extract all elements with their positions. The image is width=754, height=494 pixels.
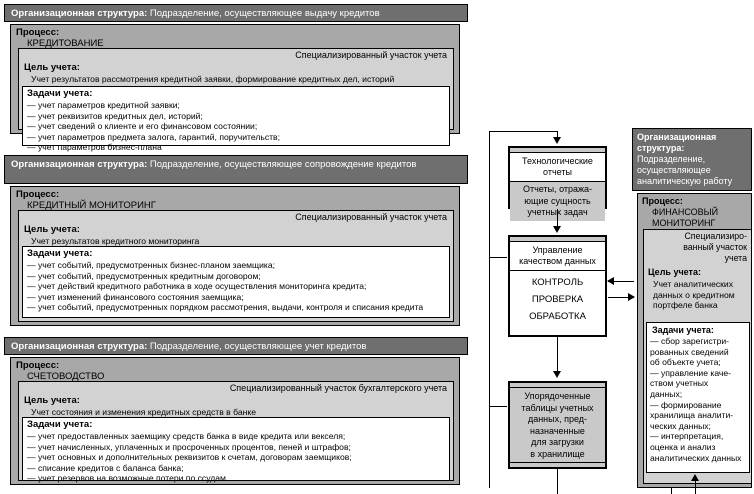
org-structure-label-2: Организационная структура:: [11, 159, 148, 170]
goal-label-3: Цель учета:: [24, 395, 80, 406]
branch-line-to-tables: [489, 406, 507, 407]
org-structure-label-1: Организационная структура:: [11, 8, 148, 19]
center-box-quality: Управление качеством данных КОНТРОЛЬ ПРО…: [508, 235, 607, 337]
tables-body: Упорядоченные таблицы учетных данных, пр…: [510, 388, 605, 462]
branch-line-to-quality: [489, 257, 507, 258]
quality-title: Управление качеством данных: [510, 242, 605, 270]
tables-bottom-band: [510, 462, 605, 467]
line-quality-to-tables: [557, 337, 558, 374]
process-name-3: СЧЕТОВОДСТВО: [27, 371, 105, 382]
goal-text-3: Учет состояния и изменения кредитных сре…: [31, 407, 257, 417]
process-label-2: Процесс:: [16, 189, 60, 200]
tasks-label-3: Задачи учета:: [27, 419, 93, 430]
org-structure-label-3: Организационная структура:: [11, 341, 148, 352]
trunk-top-drop: [557, 131, 558, 139]
goal-label-2: Цель учета:: [24, 224, 80, 235]
org-block-2-title: Организационная структура: Подразделение…: [5, 156, 467, 174]
arrow-right-icon: [628, 293, 635, 301]
org-subject-3: Подразделение, осуществляющее учет креди…: [147, 341, 367, 352]
arrow-left-icon: [607, 277, 614, 285]
arrow-up-into-right-icon: [691, 474, 699, 481]
right-org-structure-label: Организационная структура:: [637, 132, 717, 153]
task-item: — учет сведений о клиенте и его финансов…: [27, 121, 258, 132]
trunk-vertical-line: [489, 131, 490, 488]
org-block-1: Организационная структура: Подразделение…: [4, 4, 468, 22]
line-right-up-stem: [695, 481, 696, 494]
task-box-2: Задачи учета: — учет событий, предусмотр…: [22, 246, 450, 318]
quality-top-band: [510, 237, 605, 242]
tasks-label-2: Задачи учета:: [27, 248, 93, 259]
quality-body: КОНТРОЛЬ ПРОВЕРКА ОБРАБОТКА: [510, 270, 605, 328]
tasks-label-1: Задачи учета:: [27, 88, 93, 99]
tables-top-band: [510, 383, 605, 388]
task-box-1: Задачи учета: — учет параметров кредитно…: [22, 86, 450, 152]
task-item: — учет событий, предусмотренных кредитны…: [27, 270, 261, 281]
reports-top-band: [510, 148, 605, 153]
task-box-3: Задачи учета: — учет предоставленных зае…: [22, 417, 450, 484]
line-tables-down: [557, 469, 558, 494]
area-label-3: Специализированный участок бухгалтерског…: [229, 383, 447, 393]
right-org-subject: Подразделение, осуществляющее аналитичес…: [637, 154, 733, 186]
arrow-line-left-in: [608, 281, 634, 282]
right-task-item: — сбор зарегистри- рованных сведений об …: [650, 336, 730, 368]
right-process-name: ФИНАНСОВЫЙ МОНИТОРИНГ: [652, 207, 719, 228]
task-item: — учет предоставленных заемщику средств …: [27, 431, 346, 441]
org-block-3-title: Организационная структура: Подразделение…: [5, 338, 467, 356]
reports-body: Отчеты, отража- ющие сущность учетных за…: [510, 181, 605, 221]
right-area-label: Специализиро- ванный участок учета: [683, 231, 747, 263]
arrow-line-right-out: [608, 297, 634, 298]
task-item: — учет событий, предусмотренных бизнес-п…: [27, 260, 276, 270]
right-org-title: Организационная структура: Подразделение…: [633, 129, 751, 190]
arrow-into-tables-icon: [553, 371, 561, 378]
task-item: — учет параметров кредитной заявки;: [27, 100, 180, 110]
goal-label-1: Цель учета:: [24, 62, 80, 73]
arrow-into-reports-icon: [553, 137, 561, 144]
task-item: — учет действий кредитного работника в х…: [27, 281, 367, 292]
org-block-1-title: Организационная структура: Подразделение…: [5, 5, 467, 23]
goal-text-1: Учет результатов рассмотрения кредитной …: [31, 74, 395, 84]
center-box-reports: Технологические отчеты Отчеты, отража- ю…: [508, 146, 607, 221]
line-right-down: [671, 488, 672, 494]
task-item: — учет реквизитов кредитных дел, историй…: [27, 110, 203, 121]
right-task-box: Задачи учета: — сбор зарегистри- рованны…: [646, 322, 750, 473]
center-box-tables: Упорядоченные таблицы учетных данных, пр…: [508, 381, 607, 469]
right-task-item: — управление каче- ством учетных данных;: [650, 367, 732, 399]
process-label-1: Процесс:: [16, 27, 60, 38]
process-name-1: КРЕДИТОВАНИЕ: [27, 38, 104, 49]
task-item: — учет резервов на возможные потери по с…: [27, 473, 226, 484]
task-item: — учет начисленных, уплаченных и просроч…: [27, 441, 351, 452]
org-block-2: Организационная структура: Подразделение…: [4, 155, 468, 184]
right-task-item: — формирование хранилища аналити- ческих…: [650, 399, 734, 431]
right-goal-label: Цель учета:: [648, 267, 701, 277]
line-reports-to-quality: [557, 209, 558, 228]
process-label-3: Процесс:: [16, 360, 60, 371]
task-item: — учет изменений финансового состояния з…: [27, 291, 244, 302]
right-task-item: — интерпретация, оценка и анализ аналити…: [650, 431, 742, 463]
trunk-top-branch: [489, 131, 558, 132]
right-goal-text: Учет аналитических данных о кредитном по…: [653, 279, 735, 311]
process-name-2: КРЕДИТНЫЙ МОНИТОРИНГ: [27, 200, 156, 211]
right-tasks-label: Задачи учета:: [652, 325, 714, 335]
task-item: — учет параметров бизнес-плана: [27, 142, 162, 153]
org-subject-2: Подразделение, осуществляющее сопровожде…: [147, 159, 417, 170]
task-item: — учет основных и дополнительных реквизи…: [27, 452, 352, 463]
right-process-label: Процесс:: [642, 196, 683, 206]
org-block-3: Организационная структура: Подразделение…: [4, 337, 468, 355]
area-label-1: Специализированный участок учета: [295, 50, 447, 60]
goal-text-2: Учет результатов кредитного мониторинга: [31, 236, 200, 246]
right-org-block: Организационная структура: Подразделение…: [632, 128, 752, 191]
reports-title: Технологические отчеты: [510, 153, 605, 181]
area-label-2: Специализированный участок учета: [295, 212, 447, 222]
org-subject-1: Подразделение, осуществляющее выдачу кре…: [147, 8, 380, 19]
arrow-into-quality-icon: [553, 226, 561, 233]
task-item: — учет событий, предусмотренных порядком…: [27, 302, 424, 313]
task-item: — учет параметров предмета залога, гаран…: [27, 131, 281, 142]
task-item: — списание кредитов с баланса банка;: [27, 462, 184, 473]
